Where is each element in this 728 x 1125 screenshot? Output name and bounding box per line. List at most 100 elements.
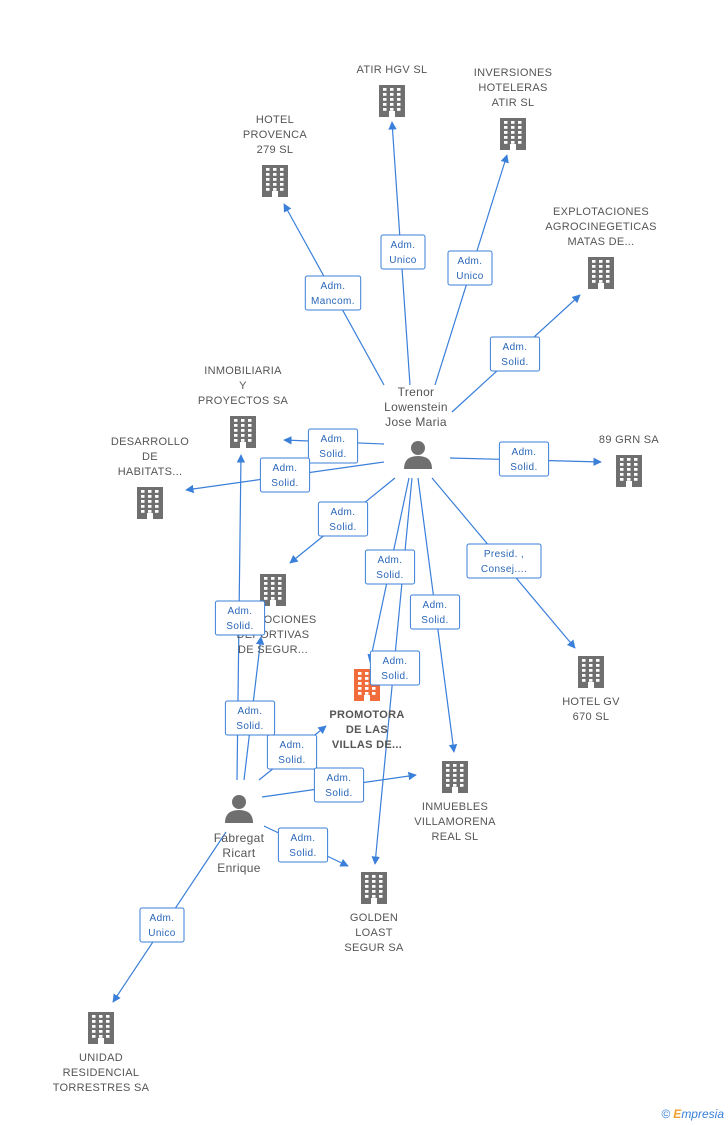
relation-label-text: Unico (456, 271, 484, 282)
company-node-desarrollo[interactable]: DESARROLLODEHABITATS... (111, 436, 189, 519)
person-name-line: Lowenstein (384, 400, 448, 414)
relation-label[interactable]: Adm.Solid. (307, 428, 359, 464)
relation-label-text: Solid. (319, 449, 346, 460)
relation-label[interactable]: Adm. Solid. (259, 457, 311, 493)
relation-label[interactable]: Adm. Unico (447, 250, 493, 286)
relation-label-text: Adm. (331, 507, 356, 518)
company-name-line: 279 SL (257, 144, 294, 156)
company-name-line: HOTEL (256, 114, 294, 126)
building-icon (500, 118, 526, 150)
relation-label-box (364, 549, 416, 585)
building-icon (137, 487, 163, 519)
relation-label-text: Adm. (378, 555, 403, 566)
company-name-line: VILLAS DE... (332, 739, 402, 751)
relation-label[interactable]: Adm.Solid. (266, 734, 318, 770)
relation-label[interactable]: Adm.Solid. (409, 594, 461, 630)
company-node-atir[interactable]: ATIR HGV SL (357, 64, 428, 117)
relation-label-text: Consej.... (481, 564, 527, 575)
building-icon (260, 574, 286, 606)
building-icon (578, 656, 604, 688)
relation-label-text: Adm. (423, 600, 448, 611)
relation-label-box (214, 600, 266, 636)
relation-label-text: Unico (148, 928, 176, 939)
building-icon (379, 85, 405, 117)
relation-label[interactable]: Adm. Solid. (317, 501, 369, 537)
person-name-line: Trenor (398, 385, 435, 399)
person-icon (225, 795, 253, 823)
relation-label[interactable]: Adm.Unico (380, 234, 426, 270)
company-name-line: LOAST (355, 927, 393, 939)
building-icon (262, 165, 288, 197)
building-icon (588, 257, 614, 289)
relation-label-text: Mancom. (311, 296, 355, 307)
person-name-line: Fabregat (214, 831, 265, 845)
building-icon (230, 416, 256, 448)
relation-label-box (409, 594, 461, 630)
relation-label-text: Solid. (501, 357, 528, 368)
relation-label-text: Solid. (289, 848, 316, 859)
relation-label[interactable]: Adm. Unico (139, 907, 185, 943)
relation-label-box (313, 767, 365, 803)
company-name-line: INVERSIONES (474, 67, 553, 79)
company-name-line: 89 GRN SA (599, 434, 660, 446)
company-name-line: RESIDENCIAL (63, 1067, 140, 1079)
relation-label-box (304, 275, 362, 311)
relation-label[interactable]: Adm.Solid. (224, 700, 276, 736)
company-name-line: HOTEL GV (562, 696, 620, 708)
company-name-line: TORRESTRES SA (53, 1082, 150, 1094)
relation-label-text: Adm. (327, 773, 352, 784)
relation-label-box (266, 734, 318, 770)
relation-label-box (139, 907, 185, 943)
person-name-line: Enrique (217, 861, 260, 875)
company-name-line: HOTELERAS (478, 82, 547, 94)
relation-label-box (277, 827, 329, 863)
relation-label-text: Solid. (278, 755, 305, 766)
relation-label[interactable]: Adm. Solid. (277, 827, 329, 863)
company-name-line: Y (239, 380, 247, 392)
relation-label-box (380, 234, 426, 270)
relation-label[interactable]: Adm.Solid. (214, 600, 266, 636)
relation-label-text: Adm. (273, 463, 298, 474)
relation-label-box (259, 457, 311, 493)
relation-label-text: Adm. (150, 913, 175, 924)
relation-label[interactable]: Adm. Mancom. (304, 275, 362, 311)
company-name-line: GOLDEN (350, 912, 398, 924)
company-name-line: DE SEGUR... (238, 644, 308, 656)
relation-label-text: Solid. (271, 478, 298, 489)
relation-label-text: Adm. (458, 256, 483, 267)
company-name-line: REAL SL (432, 831, 479, 843)
relation-label-text: Adm. (503, 342, 528, 353)
relation-label[interactable]: Adm. Solid. (489, 336, 541, 372)
company-node-hotelprovenca[interactable]: HOTEL PROVENCA 279 SL (243, 114, 307, 197)
relation-label-text: Solid. (226, 621, 253, 632)
brand-name: mpresia (681, 1107, 724, 1121)
relation-label[interactable]: Adm.Solid. (364, 549, 416, 585)
relation-label[interactable]: Adm. Solid. (313, 767, 365, 803)
building-icon (361, 872, 387, 904)
relation-label-text: Solid. (510, 462, 537, 473)
relation-label-text: Solid. (329, 522, 356, 533)
relation-label[interactable]: Adm.Solid. (498, 441, 550, 477)
relation-label-box (224, 700, 276, 736)
relation-label-text: Solid. (325, 788, 352, 799)
relation-label-text: Adm. (321, 281, 346, 292)
relation-label-text: Adm. (383, 656, 408, 667)
company-node-89grn[interactable]: 89 GRN SA (599, 434, 660, 487)
relation-label[interactable]: Adm.Solid. (369, 650, 421, 686)
company-name-line: PROVENCA (243, 129, 307, 141)
relation-label-text: Adm. (291, 833, 316, 844)
relation-label[interactable]: Presid. ,Consej.... (466, 543, 542, 579)
person-icon (404, 441, 432, 469)
